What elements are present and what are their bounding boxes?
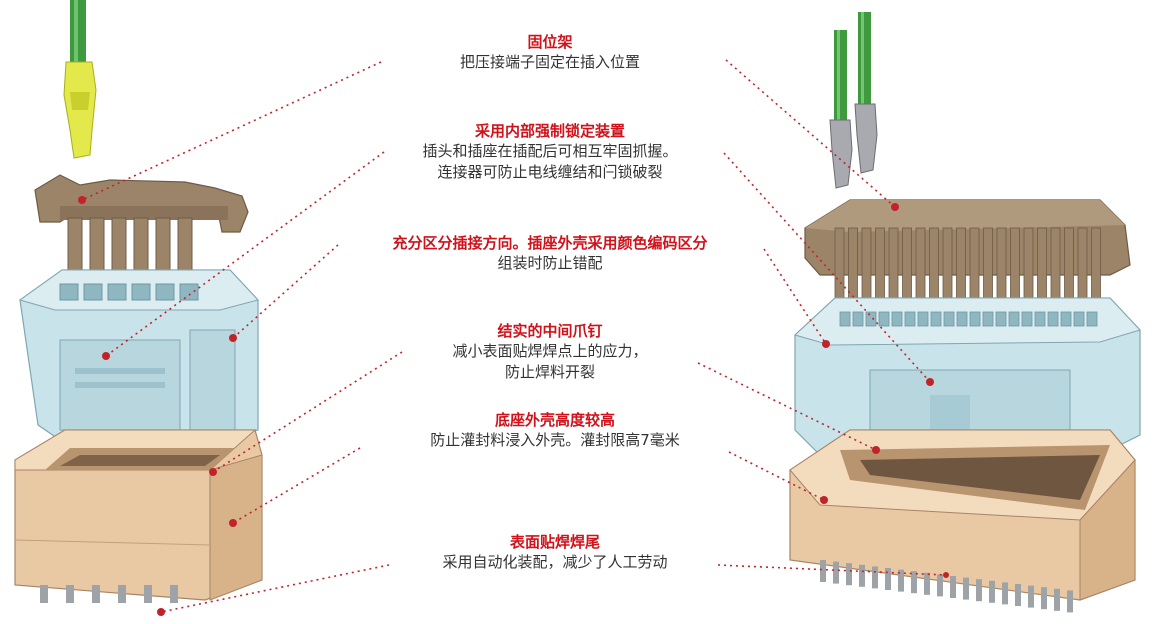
cover-cell — [917, 311, 929, 327]
cover-cell — [179, 283, 199, 301]
cover-cell — [131, 283, 151, 301]
cover-cell — [878, 311, 890, 327]
callout-height: 底座外壳高度较高 防止灌封料浸入外壳。灌封限高7毫米 — [375, 410, 735, 451]
callout-title: 固位架 — [527, 33, 573, 51]
cover-cell — [1008, 311, 1020, 327]
smt-pin — [118, 585, 126, 603]
cover-cell — [852, 311, 864, 327]
leader-polarize-right — [763, 248, 827, 345]
cover-cell — [904, 311, 916, 327]
smt-pin — [40, 585, 48, 603]
smt-pin — [170, 585, 178, 603]
callout-title: 充分区分插接方向。插座外壳采用颜色编码区分 — [392, 234, 708, 252]
smt-pin — [144, 585, 152, 603]
smt-pin — [924, 572, 930, 595]
smt-pin — [950, 576, 956, 598]
callout-desc: 减小表面贴焊焊点上的应力， — [452, 342, 648, 360]
cover-cell — [956, 311, 968, 327]
left-assembly — [14, 0, 263, 603]
callout-nail: 结实的中间爪钉 减小表面贴焊焊点上的应力， 防止焊料开裂 — [405, 321, 695, 383]
right-retainer — [804, 199, 1131, 321]
cover-cell — [1060, 311, 1072, 327]
cover-cell — [891, 311, 903, 327]
callout-desc: 防止焊料开裂 — [504, 363, 595, 381]
right-wire-terminals — [829, 12, 878, 189]
leader-nail-left — [212, 351, 403, 473]
cover-cell — [83, 283, 103, 301]
smt-pin — [1015, 584, 1021, 606]
callout-desc: 防止灌封料浸入外壳。灌封限高7毫米 — [430, 431, 680, 449]
leader-retainer-right — [725, 59, 896, 208]
callout-title: 采用内部强制锁定装置 — [474, 122, 625, 140]
cover-cell — [155, 283, 175, 301]
cover-cell — [839, 311, 851, 327]
left-base-housing — [14, 429, 263, 603]
left-wire-terminal — [63, 0, 97, 159]
smt-pin — [92, 585, 100, 603]
cover-cell — [969, 311, 981, 327]
cover-cell — [865, 311, 877, 327]
cover-cell — [59, 283, 79, 301]
callout-retainer: 固位架 把压接端子固定在插入位置 — [400, 32, 700, 73]
smt-pin — [846, 563, 852, 586]
smt-pin — [963, 577, 969, 600]
smt-pin — [989, 580, 995, 603]
smt-pin — [1041, 587, 1047, 610]
smt-pin — [833, 561, 839, 584]
cover-cell — [930, 311, 942, 327]
callout-desc: 插头和插座在插配后可相互牢固抓握。 — [422, 142, 678, 160]
callout-lock: 采用内部强制锁定装置 插头和插座在插配后可相互牢固抓握。 连接器可防止电线缠结和… — [380, 121, 720, 183]
callout-title: 底座外壳高度较高 — [494, 411, 615, 429]
smt-pin — [885, 568, 891, 590]
left-plug-cover — [18, 269, 259, 441]
cover-cell — [1086, 311, 1098, 327]
cover-cell — [982, 311, 994, 327]
smt-pin — [872, 566, 878, 589]
smt-pin — [1054, 588, 1060, 611]
cover-cell — [1021, 311, 1033, 327]
callout-smt: 表面贴焊焊尾 采用自动化装配，减少了人工劳动 — [395, 532, 715, 573]
leader-smt-left — [160, 564, 390, 613]
callout-desc: 组装时防止错配 — [497, 254, 603, 272]
cover-cell — [943, 311, 955, 327]
right-base-housing — [789, 429, 1136, 613]
right-plug-cover — [794, 297, 1141, 461]
cover-cell — [107, 283, 127, 301]
smt-pin — [859, 564, 865, 587]
smt-pin — [911, 571, 917, 594]
leader-dots — [78, 196, 949, 616]
callout-title: 结实的中间爪钉 — [497, 322, 603, 340]
cover-cell — [1047, 311, 1059, 327]
right-assembly — [789, 12, 1141, 613]
callout-polarize: 充分区分插接方向。插座外壳采用颜色编码区分 组装时防止错配 — [335, 233, 765, 274]
callout-desc: 把压接端子固定在插入位置 — [459, 53, 640, 71]
cover-cell — [1073, 311, 1085, 327]
callout-desc: 连接器可防止电线缠结和闩锁破裂 — [437, 163, 663, 181]
smt-pin — [820, 560, 826, 582]
smt-pin — [898, 569, 904, 592]
callout-title: 表面贴焊焊尾 — [509, 533, 600, 551]
leader-smt-right — [717, 564, 947, 576]
cover-cell — [1034, 311, 1046, 327]
smt-pin — [1028, 585, 1034, 608]
smt-pin — [1002, 582, 1008, 605]
callout-desc: 采用自动化装配，减少了人工劳动 — [442, 553, 668, 571]
smt-pin — [66, 585, 74, 603]
smt-pin — [937, 574, 943, 597]
leader-height-left — [232, 447, 361, 524]
leader-lines — [81, 59, 947, 613]
smt-pin — [1067, 590, 1073, 613]
leader-retainer-left — [81, 61, 382, 201]
cover-cell — [995, 311, 1007, 327]
smt-pin — [976, 579, 982, 602]
